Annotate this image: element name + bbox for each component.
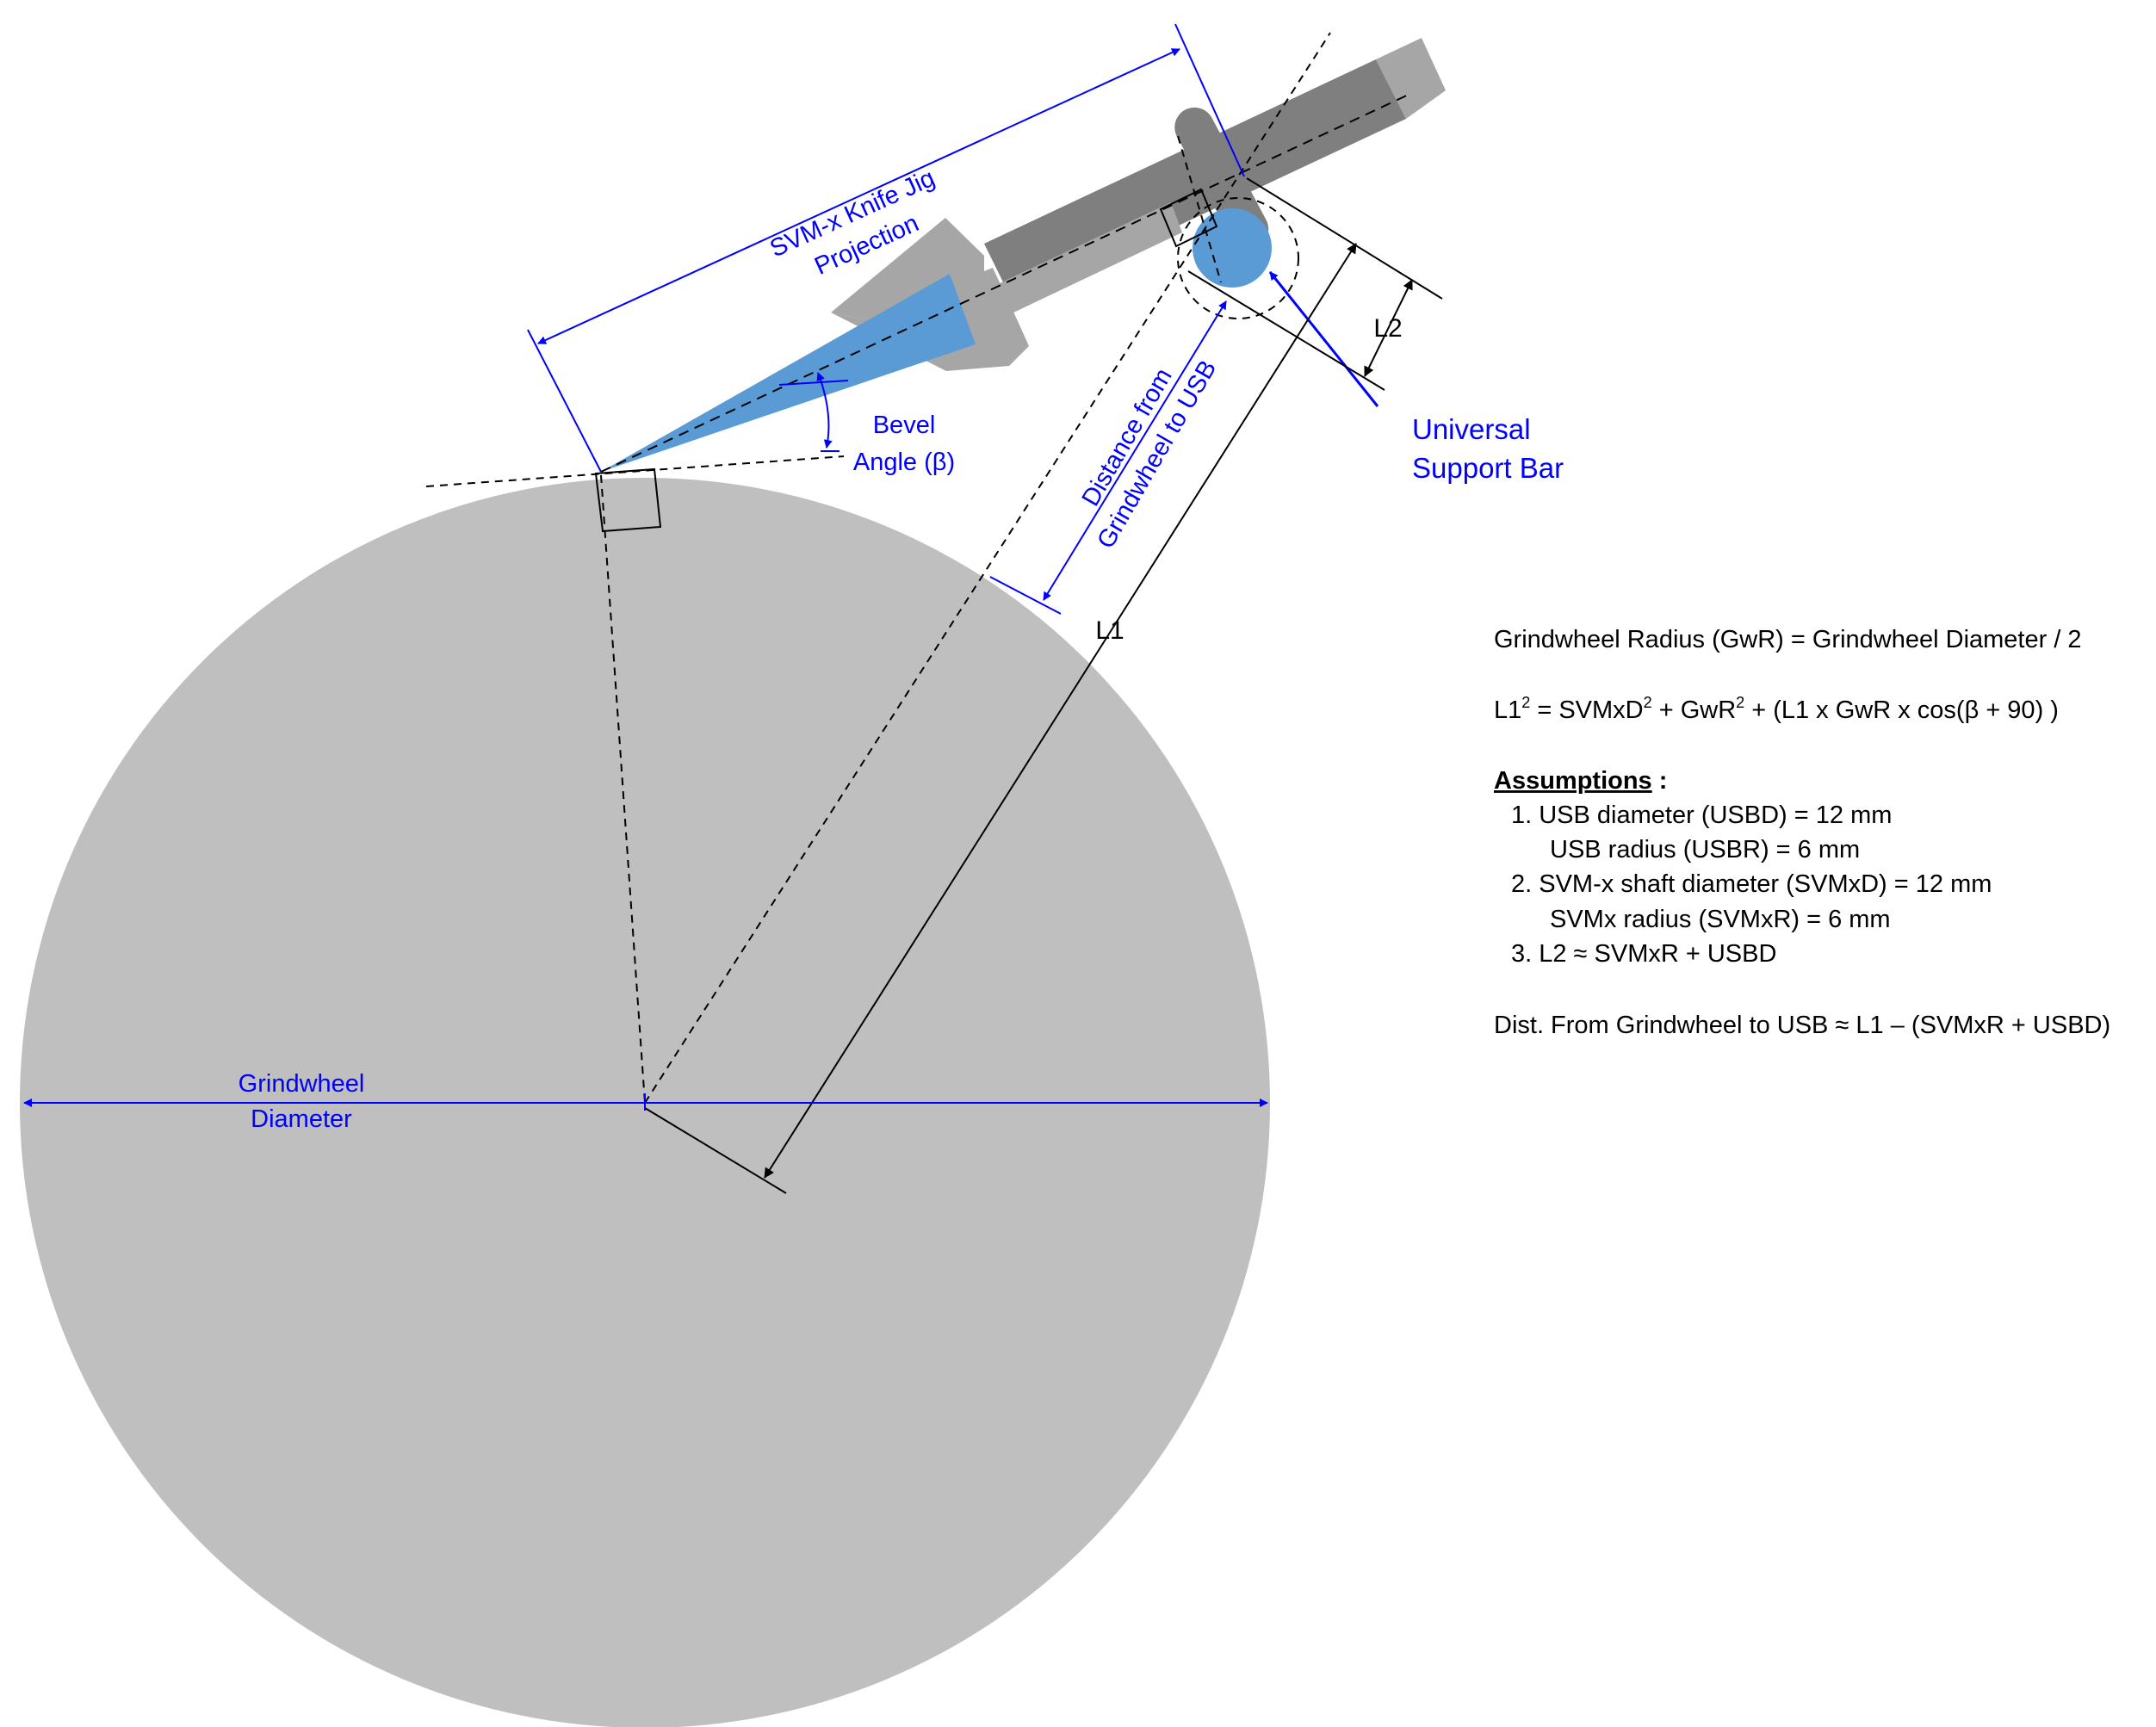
l1-formula: L12 = SVMxD2 + GwR2 + (L1 x GwR x cos(β … [1494,694,2059,724]
usb-label-2: Support Bar [1412,452,1564,484]
assumption-3: 3. L2 ≈ SVMxR + USBD [1511,940,1776,968]
right-angle-square-tip [594,467,662,533]
assumptions-heading: Assumptions : [1494,767,1667,795]
assumption-2: 2. SVM-x shaft diameter (SVMxD) = 12 mm [1511,870,1992,898]
assumption-2b: SVMx radius (SVMxR) = 6 mm [1550,906,1891,933]
usb-pointer-line [1268,271,1379,407]
distance-formula: Dist. From Grindwheel to USB ≈ L1 – (SVM… [1494,1012,2110,1039]
diameter-label-1: Grindwheel [239,1070,365,1098]
l2-label: L2 [1373,314,1402,343]
projection-ext-right [1174,23,1245,177]
bevel-label-1: Bevel [873,412,936,439]
l2-ext-bottom [1187,270,1385,391]
l1-dimension-line [764,243,1357,1179]
projection-dimension-line [537,48,1180,344]
l1-ext-top [1246,177,1443,300]
diameter-label-2: Diameter [251,1105,352,1133]
jig-shaft-end [1376,38,1446,119]
l1-label: L1 [1095,616,1124,645]
notes-block: Grindwheel Radius (GwR) = Grindwheel Dia… [1494,626,2110,1039]
projection-ext-left [527,329,602,473]
bevel-label-2: Angle (β) [853,449,955,476]
radius-formula: Grindwheel Radius (GwR) = Grindwheel Dia… [1494,626,2082,653]
l2-dimension-line [1364,279,1413,377]
assumption-1: 1. USB diameter (USBD) = 12 mm [1511,802,1892,829]
knife-blade [601,274,976,472]
shaft-axis-dashed-line [600,92,1413,473]
assumption-1b: USB radius (USBR) = 6 mm [1550,836,1860,864]
usb-circle [1193,208,1272,288]
radius-dashed-line [600,474,646,1104]
usb-label-1: Universal [1412,413,1531,445]
l1-ext-bottom [644,1107,787,1194]
